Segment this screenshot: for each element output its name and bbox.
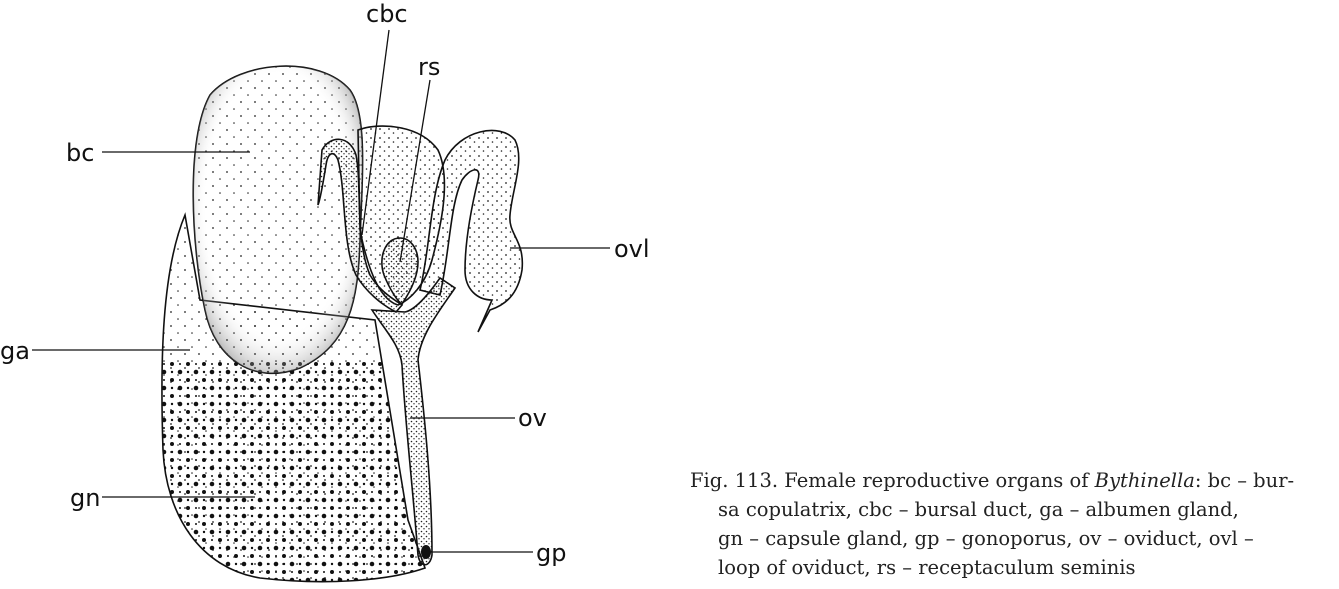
label-ovl: ovl — [614, 235, 650, 263]
figure-caption: Fig. 113. Female reproductive organs of … — [690, 466, 1330, 582]
leader-rs — [399, 79, 431, 263]
label-cbc: cbc — [366, 0, 408, 28]
loop-of-oviduct — [419, 129, 524, 333]
bursa-copulatrix — [192, 65, 364, 375]
label-ga: ga — [0, 337, 30, 365]
bursal-duct — [317, 138, 404, 313]
caption-line-2: sa copulatrix, cbc – bursal duct, ga – a… — [718, 498, 1239, 521]
caption-line-1-suffix: : bc – bur- — [1194, 469, 1295, 492]
label-gn: gn — [70, 484, 100, 512]
label-rs: rs — [418, 53, 440, 81]
caption-line-1: Fig. 113. Female reproductive organs of … — [690, 466, 1330, 495]
caption-line-1-prefix: Fig. 113. Female reproductive organs of — [690, 469, 1095, 492]
label-gp: gp — [536, 539, 566, 567]
caption-genus: Bythinella — [1094, 469, 1195, 492]
gonoporus — [421, 545, 431, 559]
label-ov: ov — [518, 404, 547, 432]
leader-cbc — [361, 29, 390, 236]
caption-line-3: gn – capsule gland, gp – gonoporus, ov –… — [718, 527, 1254, 550]
oviduct — [370, 276, 457, 566]
label-bc: bc — [66, 139, 94, 167]
caption-line-4: loop of oviduct, rs – receptaculum semin… — [718, 556, 1136, 579]
receptaculum-seminis — [381, 237, 419, 306]
